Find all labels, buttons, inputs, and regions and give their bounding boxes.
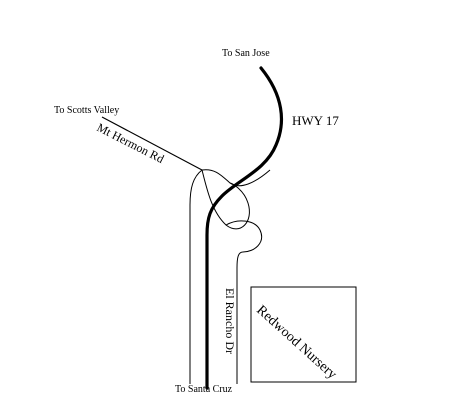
mt-hermon-rd-label: Mt Hermon Rd — [95, 120, 167, 166]
interchange-loop — [201, 169, 250, 230]
to-scotts-valley-label: To Scotts Valley — [54, 105, 119, 116]
to-san-jose-label: To San Jose — [222, 48, 270, 59]
redwood-nursery-lot — [250, 286, 357, 383]
hwy17-label: HWY 17 — [292, 113, 339, 128]
el-rancho-road-edge — [225, 220, 262, 384]
to-santa-cruz-label: To Santa Cruz — [175, 384, 233, 395]
redwood-nursery-label: Redwood Nursery — [253, 303, 339, 383]
frontage-road-left-edge — [189, 169, 203, 384]
hwy17-road — [205, 66, 283, 390]
el-rancho-dr-label: El Rancho Dr — [223, 288, 237, 354]
mt-hermon-road — [101, 116, 203, 171]
